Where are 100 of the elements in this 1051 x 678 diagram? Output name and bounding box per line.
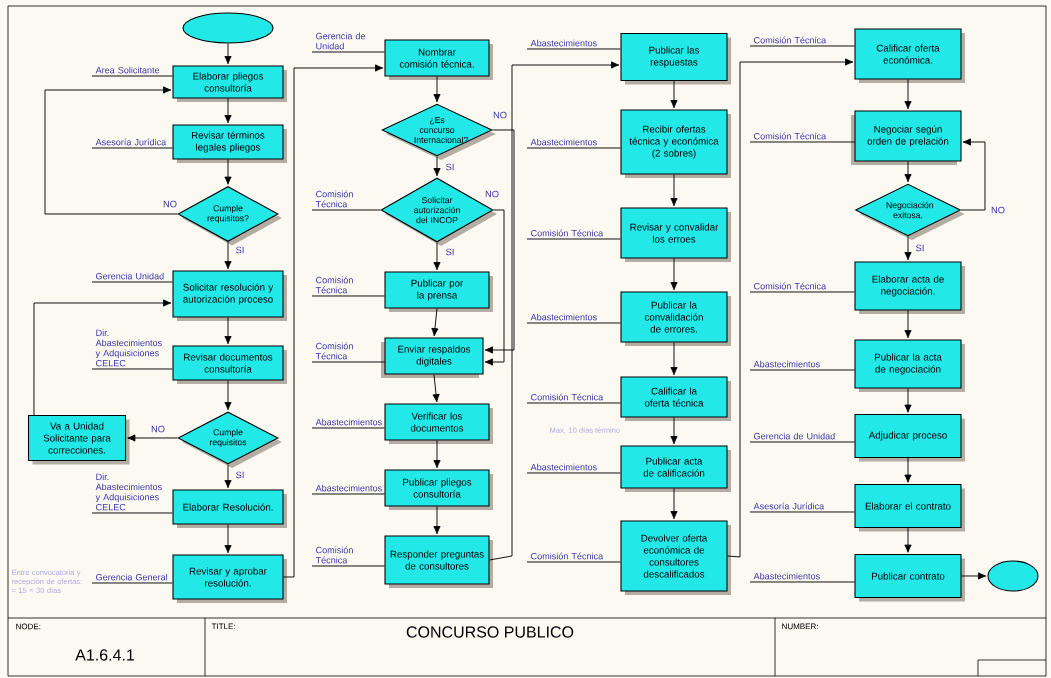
arrow [904, 310, 912, 339]
connector-line [526, 472, 621, 474]
role-label: Area Solicitante [95, 66, 160, 74]
connector-line [526, 48, 621, 50]
arrow [224, 464, 232, 489]
role-label: Asesoría Jurídica [95, 138, 167, 146]
process-box: Publicar la convalidación de errores. [620, 291, 731, 346]
arrow [224, 524, 232, 554]
connector-line [91, 368, 173, 370]
process-box: Nombrar comisión técnica. [384, 39, 493, 80]
connector-line [526, 147, 621, 149]
arrow [904, 527, 912, 553]
connector-line [749, 291, 855, 293]
role-label: Comisión Técnica [754, 132, 827, 140]
process-box: Publicar pliegos consultoría [384, 469, 493, 510]
connector-line [526, 561, 621, 563]
process-box: Negociar según orden de prelación [851, 110, 962, 165]
connector-line [311, 427, 385, 429]
connector-line [311, 209, 381, 211]
role-label: Comisión Técnica [531, 393, 604, 401]
connector-line [91, 281, 173, 283]
edge-label: SI [914, 243, 926, 253]
arrow [904, 161, 912, 183]
role-label: Abastecimientos [530, 463, 597, 471]
role-label: Gerencia Unidad [96, 272, 164, 280]
process-box: Va a Unidad Solicitante para correcciones. [27, 414, 130, 465]
process-box: Verificar los documentos [384, 403, 493, 444]
connector-line [749, 511, 855, 513]
process-box: Publicar acta de calificación [620, 445, 731, 492]
role-label: Abastecimientos [530, 138, 597, 146]
terminal-oval [987, 560, 1039, 592]
process-box: Calificar oferta económica. [854, 28, 965, 83]
arrow [433, 156, 441, 177]
process-box: Responder preguntas de consultores [384, 535, 493, 588]
process-box: Elaborar Resolución. [172, 489, 287, 528]
role-label: Comisión Técnica [531, 552, 604, 560]
role-label: Dir. Abastecimientos y Adquisiciones CELEC [95, 473, 162, 511]
process-box: Elaborar pliegos consultoría [172, 65, 287, 102]
arrow [224, 98, 232, 124]
role-label: Comisión Técnica [315, 276, 353, 294]
arrow [904, 388, 912, 413]
arrow [670, 80, 678, 109]
edge-label: SI [444, 162, 456, 172]
arrow [432, 374, 440, 403]
connector-line [749, 45, 855, 47]
role-label: Asesoría Jurídica [753, 502, 825, 510]
arrow [670, 488, 678, 520]
arrow [33, 299, 172, 416]
role-label: Gerencia General [96, 573, 168, 581]
arrow [433, 76, 441, 103]
arrow [670, 174, 678, 207]
connector-line [526, 238, 621, 240]
connector-line [749, 441, 855, 443]
connector-line [311, 361, 385, 363]
role-label: Dir. Abastecimientos y Adquisiciones CELEC [95, 329, 162, 367]
process-box: Publicar la acta de negociación [854, 339, 965, 392]
arrow [224, 159, 232, 185]
connector-line [91, 147, 173, 149]
edge-label: NO [989, 205, 1007, 215]
arrow [484, 129, 515, 354]
process-box: Revisar términos legales pliegos [172, 124, 287, 163]
process-box: Revisar documentos consultoría [172, 345, 287, 384]
process-box: Publicar por la prensa [384, 271, 493, 312]
role-label: Gerencia de Unidad [316, 32, 366, 50]
edge-label: SI [234, 470, 246, 480]
process-box: Elaborar el contrato [854, 483, 965, 532]
terminal-oval [182, 12, 274, 44]
arrow [727, 58, 854, 558]
role-label: Comisión Técnica [754, 282, 827, 290]
process-box: Publicar contrato [854, 553, 965, 602]
process-box: Elaborar acta de negociación. [854, 261, 965, 314]
role-label: Abastecimientos [530, 39, 597, 47]
role-label: Comisión Técnica [315, 342, 353, 360]
connector-line [91, 75, 173, 77]
role-label: Comisión Técnica [531, 229, 604, 237]
arrow [670, 258, 678, 291]
connector-line [91, 582, 173, 584]
title-block-text: TITLE: [211, 623, 235, 630]
arrow [961, 572, 987, 580]
title-block-text: NODE: [16, 623, 41, 630]
arrow [433, 440, 441, 469]
arrow [283, 64, 384, 578]
connector-line [749, 369, 855, 371]
role-label: Abastecimientos [753, 572, 820, 580]
role-label: Comisión Técnica [315, 190, 353, 208]
role-label: Gerencia de Unidad [754, 432, 835, 440]
role-label: Comisión Técnica [754, 36, 827, 44]
arrow [904, 236, 912, 261]
process-box: Recibir ofertas técnica y económica (2 sobres) [620, 109, 731, 178]
arrow [433, 506, 441, 535]
arrow [670, 417, 678, 445]
arrow [670, 342, 678, 376]
arrow [224, 317, 232, 345]
role-label: Abastecimientos [315, 418, 382, 426]
arrow [904, 79, 912, 110]
process-box: Solicitar resolución y autorización proceso [172, 270, 287, 321]
arrow [960, 138, 986, 211]
arrow [431, 308, 439, 337]
arrow [127, 434, 178, 442]
arrow [224, 43, 232, 65]
